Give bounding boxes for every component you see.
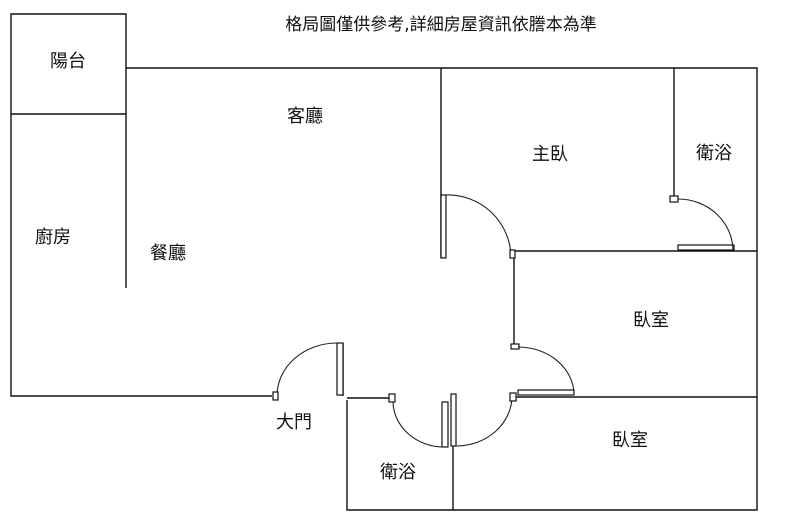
room-label-balcony: 陽台 [50,51,86,72]
main-door-swing [276,342,338,397]
room-label-bathroom: 衛浴 [380,462,416,483]
master-bath-door-swing [677,198,734,251]
master-bath-door-leaf [677,244,735,251]
room-label-bedroom-3: 臥室 [612,430,648,451]
main-door-leaf [336,342,344,396]
bedroom3-door-swing [455,395,513,447]
room-label-main-door: 大門 [276,412,312,433]
doors [272,194,735,448]
left-block-wall [10,13,272,397]
master-door-leaf [440,194,447,259]
main-door-stop [272,391,279,401]
room-labels: 陽台 客廳 主臥 衛浴 廚房 餐廳 臥室 臥室 衛浴 大門 [35,51,732,483]
disclaimer-note: 格局圖僅供參考,詳細房屋資訊依謄本為準 [285,15,596,35]
bedroom2-door-leaf [517,389,575,396]
top-wall [126,67,758,511]
room-label-dining-room: 餐廳 [150,243,186,264]
room-label-master-bedroom: 主臥 [532,144,568,165]
master-bath-door-stop [669,195,679,203]
bedroom3-door-leaf [450,393,457,447]
room-label-kitchen: 廚房 [35,226,71,248]
bathroom-door-swing [392,401,445,448]
master-door-stop [509,249,516,259]
bathroom-door-stop [388,393,396,403]
bedroom2-door-stop [510,343,520,350]
room-label-master-bath: 衛浴 [696,143,732,164]
room-label-living-room: 客廳 [287,106,323,127]
bedroom3-door-stop [509,392,517,402]
bathroom-door-leaf [441,401,449,448]
master-door-swing [445,194,512,259]
bedroom2-door-swing [517,346,575,396]
room-label-bedroom-2: 臥室 [633,310,669,331]
